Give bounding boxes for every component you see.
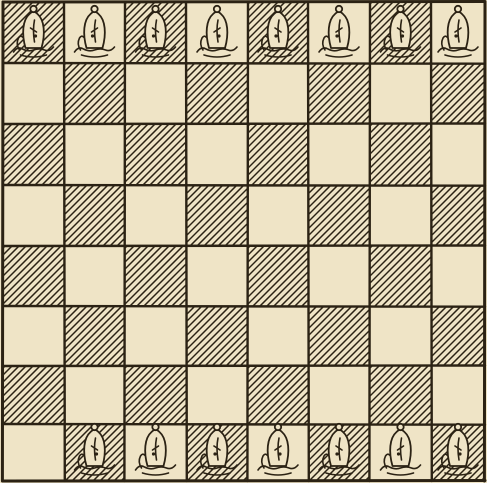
- square-background: [125, 306, 186, 366]
- square-background: [186, 185, 248, 246]
- square-e7-light[interactable]: [248, 63, 308, 124]
- square-b2-light[interactable]: [64, 366, 125, 424]
- square-a7-light[interactable]: [3, 63, 64, 124]
- square-background: [370, 246, 431, 306]
- square-background: [308, 306, 370, 366]
- rank-line: [3, 366, 485, 367]
- square-background: [248, 246, 308, 306]
- square-c7-light[interactable]: [125, 63, 186, 124]
- square-f4-light[interactable]: [308, 246, 370, 306]
- square-background: [370, 63, 431, 124]
- square-background: [125, 246, 186, 306]
- square-background: [431, 366, 485, 424]
- square-background: [3, 246, 64, 306]
- square-h2-light[interactable]: [431, 366, 485, 424]
- square-background: [248, 306, 308, 366]
- square-background: [186, 124, 248, 185]
- square-background: [186, 366, 248, 424]
- square-background: [64, 124, 125, 185]
- file-line: [308, 2, 309, 481]
- square-g3-light[interactable]: [370, 306, 431, 366]
- rank-line: [3, 2, 485, 3]
- square-background: [308, 246, 370, 306]
- square-background: [64, 306, 125, 366]
- square-background: [186, 246, 248, 306]
- square-a5-light[interactable]: [3, 185, 64, 246]
- file-line: [247, 2, 248, 481]
- square-b4-light[interactable]: [64, 246, 125, 306]
- square-a1-light[interactable]: [3, 424, 64, 481]
- square-b6-light[interactable]: [64, 124, 125, 185]
- square-g5-light[interactable]: [370, 185, 431, 246]
- rank-line: [3, 481, 485, 482]
- square-f2-light[interactable]: [308, 366, 370, 424]
- square-background: [125, 124, 186, 185]
- square-background: [431, 124, 485, 185]
- square-e3-light[interactable]: [248, 306, 308, 366]
- square-background: [125, 63, 186, 124]
- file-line: [431, 2, 432, 481]
- square-h6-light[interactable]: [431, 124, 485, 185]
- rank-line: [3, 185, 485, 186]
- square-background: [370, 185, 431, 246]
- square-background: [3, 124, 64, 185]
- square-d6-light[interactable]: [186, 124, 248, 185]
- file-line: [64, 2, 65, 481]
- rank-line: [3, 424, 485, 425]
- square-background: [186, 63, 248, 124]
- square-background: [308, 124, 370, 185]
- file-line: [2, 2, 3, 481]
- square-h4-light[interactable]: [431, 246, 485, 306]
- square-background: [370, 306, 431, 366]
- rank-line: [3, 124, 485, 125]
- square-e5-light[interactable]: [248, 185, 308, 246]
- square-background: [308, 366, 370, 424]
- rank-line: [3, 246, 485, 247]
- square-background: [248, 63, 308, 124]
- square-background: [3, 306, 64, 366]
- square-background: [308, 185, 370, 246]
- file-line: [186, 2, 187, 481]
- square-background: [370, 124, 431, 185]
- square-c3-light[interactable]: [125, 306, 186, 366]
- square-background: [248, 124, 308, 185]
- square-background: [64, 185, 125, 246]
- square-d2-light[interactable]: [186, 366, 248, 424]
- square-g7-light[interactable]: [370, 63, 431, 124]
- square-background: [64, 366, 125, 424]
- rank-line: [3, 63, 485, 64]
- square-f6-light[interactable]: [308, 124, 370, 185]
- square-background: [3, 63, 64, 124]
- square-background: [308, 63, 370, 124]
- square-background: [125, 185, 186, 246]
- square-c5-light[interactable]: [125, 185, 186, 246]
- square-background: [64, 63, 125, 124]
- square-background: [186, 306, 248, 366]
- rank-line: [3, 306, 485, 307]
- square-background: [248, 185, 308, 246]
- square-background: [431, 246, 485, 306]
- square-background: [3, 185, 64, 246]
- square-a3-light[interactable]: [3, 306, 64, 366]
- file-line: [369, 2, 370, 481]
- square-background: [64, 246, 125, 306]
- square-background: [3, 424, 64, 481]
- file-line: [484, 2, 485, 481]
- file-line: [124, 2, 125, 481]
- square-d4-light[interactable]: [186, 246, 248, 306]
